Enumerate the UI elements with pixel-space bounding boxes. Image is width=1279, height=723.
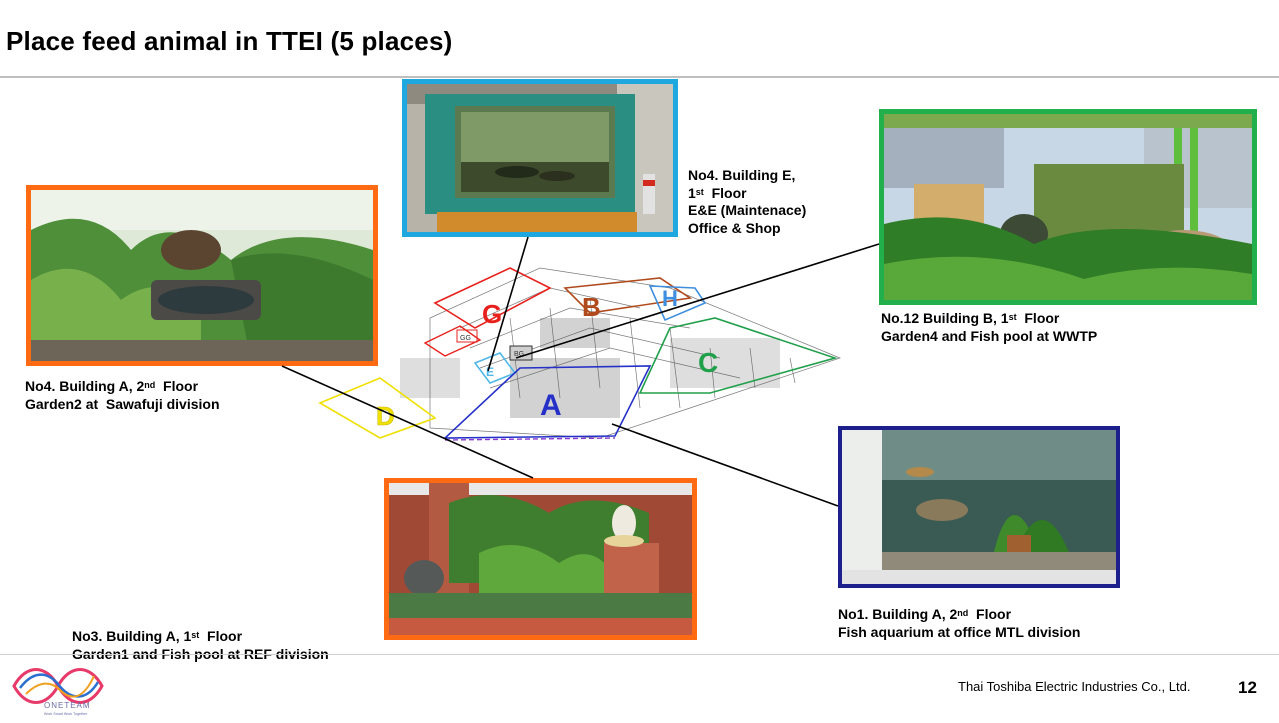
footer-divider [0,654,1279,655]
photo-building-a-1f-garden [384,478,697,640]
caption-building-e-line2-num: 1 [688,184,696,201]
oneteam-logo-tagline: Work Smart Work Together [44,712,88,716]
map-small-label-gg: GG [460,335,471,342]
caption-building-e-line2-sup: st [695,186,704,197]
caption-building-a-1f-sup: st [191,630,200,640]
caption-building-a-1f-line1: No3. Building A, 1st Floor [72,628,329,646]
map-letter-h: H [662,286,678,311]
caption-building-a-2f-garden-line1: No4. Building A, 2nd Floor [25,378,220,396]
caption-building-e-line2: 1st Floor [688,185,806,203]
map-letter-g: G [482,299,502,329]
caption-building-e-line2-rest: Floor [703,184,747,201]
caption-building-a-2f-aquarium-pre: No1. Building A, 2 [838,606,958,622]
caption-building-a-2f-aquarium-line2: Fish aquarium at office MTL division [838,623,1081,640]
company-name: Thai Toshiba Electric Industries Co., Lt… [958,679,1191,694]
photo-building-a-2f-garden [26,185,378,366]
title-divider [0,76,1279,78]
map-letter-b: B [582,292,601,322]
caption-building-a-2f-garden-post: Floor [155,378,199,394]
photo-building-a-2f-aquarium [838,426,1120,588]
page-number: 12 [1238,678,1257,697]
map-letter-d: D [376,401,395,431]
photo-building-e-aquarium [402,79,678,237]
zone-outline-g-lower [423,325,482,357]
caption-building-a-2f-aquarium-sup: nd [957,608,969,618]
map-letter-a: A [540,389,562,422]
caption-building-b-pre: No.12 Building B, 1 [881,310,1009,326]
caption-building-e-line1: No4. Building E, [688,167,796,183]
map-letter-e: E [486,365,494,379]
map-site-label-gg [456,329,478,343]
oneteam-logo-mark: ONETEAM Work Smart Work Together [12,668,104,716]
caption-building-a-2f-aquarium-post: Floor [968,606,1012,622]
caption-building-b-line2: Garden4 and Fish pool at WWTP [881,327,1098,344]
caption-building-a-2f-garden-line2: Garden2 at Sawafuji division [25,395,220,412]
caption-building-a-2f-garden-pre: No4. Building A, 2 [25,378,145,394]
caption-building-a-2f-garden: No4. Building A, 2nd Floor Garden2 at Sa… [25,378,220,413]
caption-building-a-2f-aquarium: No1. Building A, 2nd Floor Fish aquarium… [838,606,1080,641]
caption-building-a-2f-aquarium-line1: No1. Building A, 2nd Floor [838,606,1080,624]
slide-title: Place feed animal in TTEI (5 places) [6,26,453,56]
caption-building-a-1f-line2: Garden1 and Fish pool at REF division [72,645,329,662]
map-letter-c: C [698,347,718,378]
caption-building-a-2f-garden-sup: nd [144,380,156,390]
caption-building-e-line4: Office & Shop [688,219,781,236]
plant-layout-map: GG BG G B H C E A D [318,267,842,441]
caption-building-b: No.12 Building B, 1st Floor Garden4 and … [881,310,1097,345]
caption-building-e: No4. Building E, 1st Floor E&E (Maintena… [688,167,806,237]
caption-building-b-post: Floor [1016,310,1060,326]
caption-building-b-line1: No.12 Building B, 1st Floor [881,310,1097,328]
oneteam-logo: ONETEAM Work Smart Work Together [6,658,110,718]
map-small-label-bg: BG [514,351,524,358]
oneteam-logo-word: ONETEAM [44,701,91,710]
caption-building-b-sup: st [1008,312,1017,322]
caption-building-e-line3: E&E (Maintenace) [688,202,807,218]
caption-building-a-1f-pre: No3. Building A, 1 [72,628,192,644]
caption-building-a-1f: No3. Building A, 1st Floor Garden1 and F… [72,628,329,663]
photo-building-b-garden [879,109,1257,305]
caption-building-a-1f-post: Floor [199,628,243,644]
